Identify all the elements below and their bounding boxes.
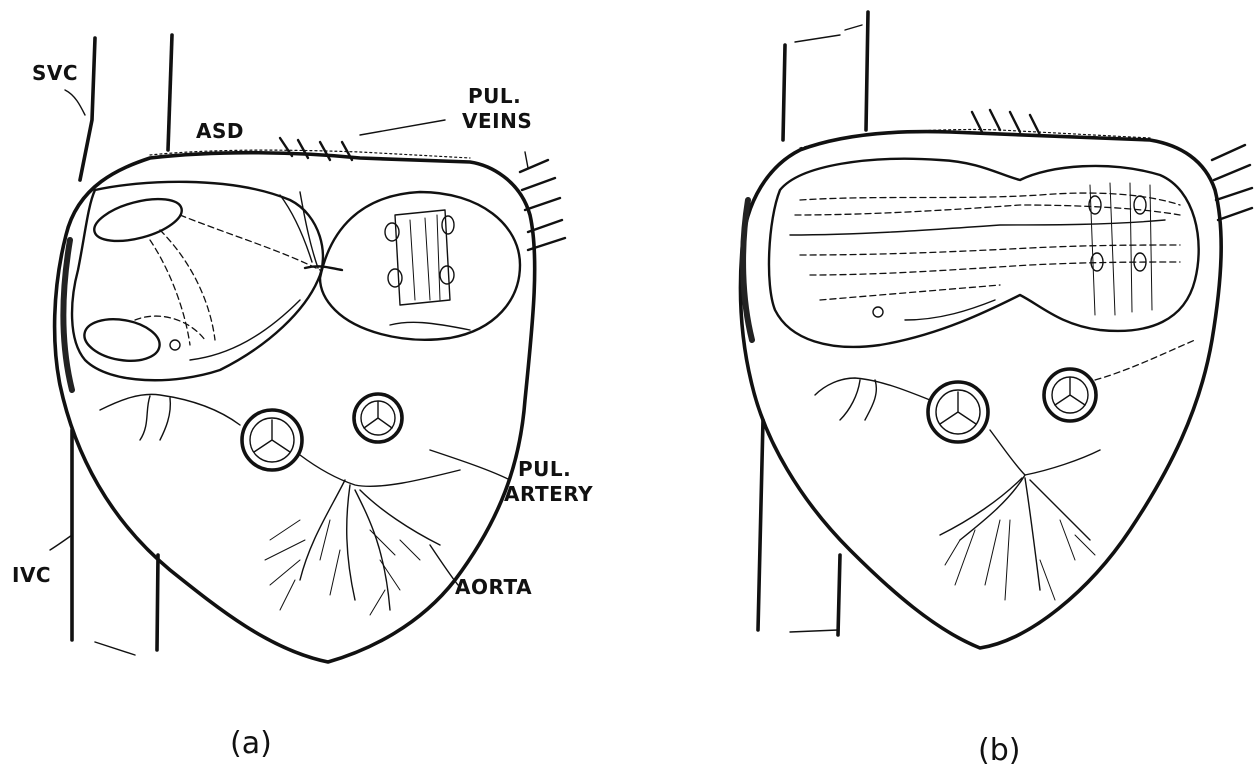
- atrium-flow-4b: [810, 262, 1180, 275]
- panel-a: SVC ASD PUL. VEINS PUL. ARTERY AORTA IVC…: [12, 35, 593, 761]
- label-asd: ASD: [196, 119, 244, 143]
- label-pul-veins-line2: VEINS: [462, 109, 532, 133]
- label-pul-veins-line1: PUL.: [468, 84, 521, 108]
- label-aorta: AORTA: [455, 575, 532, 599]
- lv-orifice-2b: [1134, 196, 1146, 214]
- right-atrium-flow-1: [160, 230, 215, 340]
- valves-a: [242, 394, 402, 470]
- heart-outline-b: [740, 132, 1221, 648]
- coronary-dashed-b: [1095, 340, 1195, 380]
- ivc-right-wall: [157, 555, 158, 650]
- atrial-inner-b: [905, 300, 995, 320]
- caption-a: (a): [230, 726, 272, 761]
- svc-right-wall: [168, 35, 172, 150]
- coronary-arteries-a: [100, 394, 460, 615]
- svc-pointer: [65, 90, 85, 115]
- vena-cava-b: [758, 12, 868, 635]
- common-atrium-midline-b: [790, 220, 1165, 235]
- coronary-arteries-b: [815, 340, 1195, 600]
- common-atrium-b: [769, 159, 1199, 347]
- label-pul-artery-line1: PUL.: [518, 457, 571, 481]
- aorta-pointer: [430, 545, 458, 585]
- svc-top-edge-b: [795, 25, 862, 42]
- atrium-flow-2b: [795, 205, 1180, 215]
- valves-b: [928, 369, 1096, 442]
- label-svc: SVC: [32, 61, 78, 85]
- coronary-sinus-b: [873, 307, 883, 317]
- caption-b: (b): [978, 733, 1020, 768]
- heart-shading-a: [63, 240, 72, 390]
- atrium-flow-5b: [820, 285, 1000, 300]
- pul-veins-pointer-2: [525, 152, 528, 168]
- heart-shading-b: [743, 200, 752, 340]
- ivc-left-wall-b: [758, 420, 763, 630]
- ivc-bottom-edge: [95, 642, 135, 655]
- septum-line-2: [300, 192, 318, 268]
- ivc-right-wall-b: [838, 555, 840, 635]
- svc-orifice-a: [90, 191, 186, 249]
- left-atrium-a: [320, 192, 520, 340]
- atrial-wall-inner-a: [190, 300, 300, 360]
- panel-b: (b): [740, 12, 1252, 768]
- pul-veins-pointer: [360, 120, 445, 135]
- right-atrium-flow-2: [180, 215, 320, 270]
- label-pul-artery-line2: ARTERY: [504, 482, 593, 506]
- label-ivc: IVC: [12, 563, 51, 587]
- right-atrium-flow-3: [150, 240, 190, 345]
- svc-left-wall-b: [783, 45, 785, 140]
- atrium-flow-3b: [800, 245, 1180, 255]
- left-atrium-orifices-a: [385, 210, 470, 330]
- ivc-orifice-a: [81, 314, 163, 367]
- atrium-flow-1b: [800, 193, 1180, 205]
- coronary-sinus-a: [170, 340, 180, 350]
- svc-right-wall-b: [866, 12, 868, 130]
- pul-veins-b: [972, 110, 1252, 220]
- atrium-hatch-b: [1090, 183, 1152, 315]
- ivc-bottom-edge-b: [790, 630, 838, 632]
- ivc-pointer: [50, 535, 72, 550]
- pul-artery-pointer: [430, 450, 510, 480]
